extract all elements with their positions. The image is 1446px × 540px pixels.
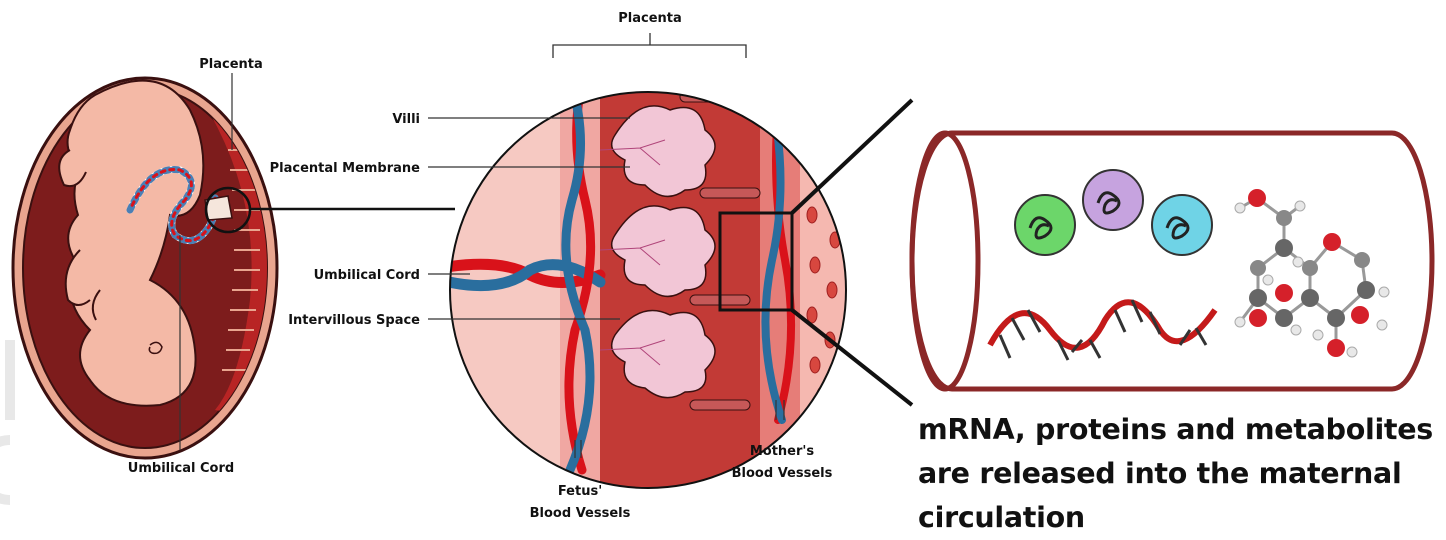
mother-vessels-label-line1: Mother's [750, 444, 815, 459]
protein-purple-icon [1083, 170, 1143, 230]
protein-green-icon [1015, 195, 1075, 255]
placenta-cross-section [440, 80, 860, 500]
fetus-vessels-label-line1: Fetus' [558, 484, 602, 499]
caption: mRNA, proteins and metabolites are relea… [918, 408, 1443, 540]
fetus-illustration [13, 78, 277, 458]
placenta-label: Placenta [618, 11, 682, 26]
intervillous-space-label: Intervillous Space [288, 313, 420, 328]
fetus-umbilical-cord-label: Umbilical Cord [128, 461, 234, 476]
mother-vessels-label-line2: Blood Vessels [732, 466, 833, 481]
caption-line-2: are released into the maternal [918, 452, 1443, 496]
placenta-bracket [553, 33, 746, 58]
placental-membrane-label: Placental Membrane [270, 161, 421, 176]
caption-line-3: circulation [918, 496, 1443, 540]
fetus-placenta-label: Placenta [199, 57, 263, 72]
caption-line-1: mRNA, proteins and metabolites [918, 408, 1443, 452]
protein-cyan-icon [1152, 195, 1212, 255]
umbilical-cord-label: Umbilical Cord [314, 268, 420, 283]
watermark [0, 340, 10, 500]
villi-label: Villi [392, 112, 420, 127]
fetus-vessels-label-line2: Blood Vessels [530, 506, 631, 521]
